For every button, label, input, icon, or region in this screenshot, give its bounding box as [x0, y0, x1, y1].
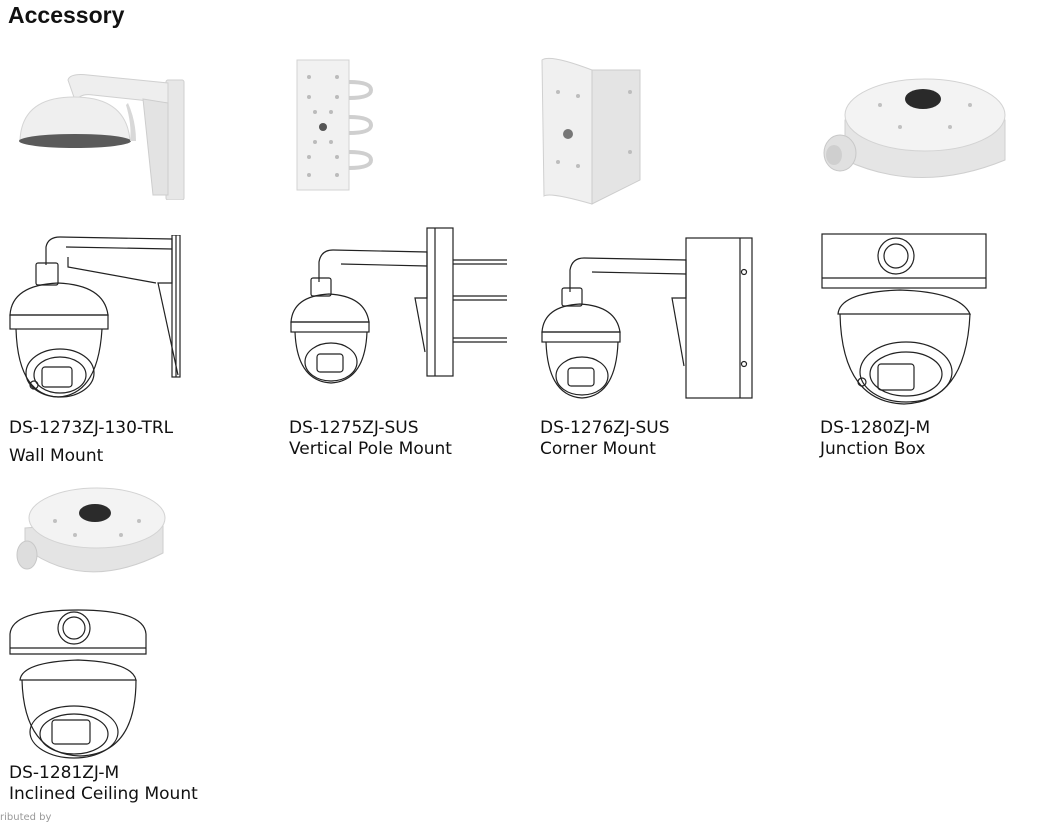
corner-mount-drawing: [540, 236, 755, 406]
wall-mount-photo: [8, 55, 186, 200]
ceiling-mount-photo: [15, 483, 170, 588]
wall-mount-drawing: [8, 235, 186, 405]
accessory-model: DS-1273ZJ-130-TRL: [9, 418, 174, 438]
page-title: Accessory: [8, 2, 125, 28]
ceiling-mount-drawing: [8, 608, 148, 760]
pole-mount-photo: [295, 57, 385, 192]
accessory-model: DS-1281ZJ-M: [9, 763, 120, 783]
accessory-name: Junction Box: [820, 439, 926, 459]
accessory-name: Inclined Ceiling Mount: [9, 784, 198, 804]
accessory-name: Corner Mount: [540, 439, 656, 459]
junction-box-photo: [820, 65, 1010, 195]
corner-mount-photo: [540, 52, 645, 207]
accessory-name: Wall Mount: [9, 446, 104, 466]
footer-text: ributed by: [0, 812, 52, 823]
accessory-model: DS-1275ZJ-SUS: [289, 418, 419, 438]
pole-mount-drawing: [289, 226, 509, 401]
accessory-model: DS-1280ZJ-M: [820, 418, 931, 438]
accessory-name: Vertical Pole Mount: [289, 439, 452, 459]
accessory-model: DS-1276ZJ-SUS: [540, 418, 670, 438]
junction-box-drawing: [820, 232, 990, 407]
